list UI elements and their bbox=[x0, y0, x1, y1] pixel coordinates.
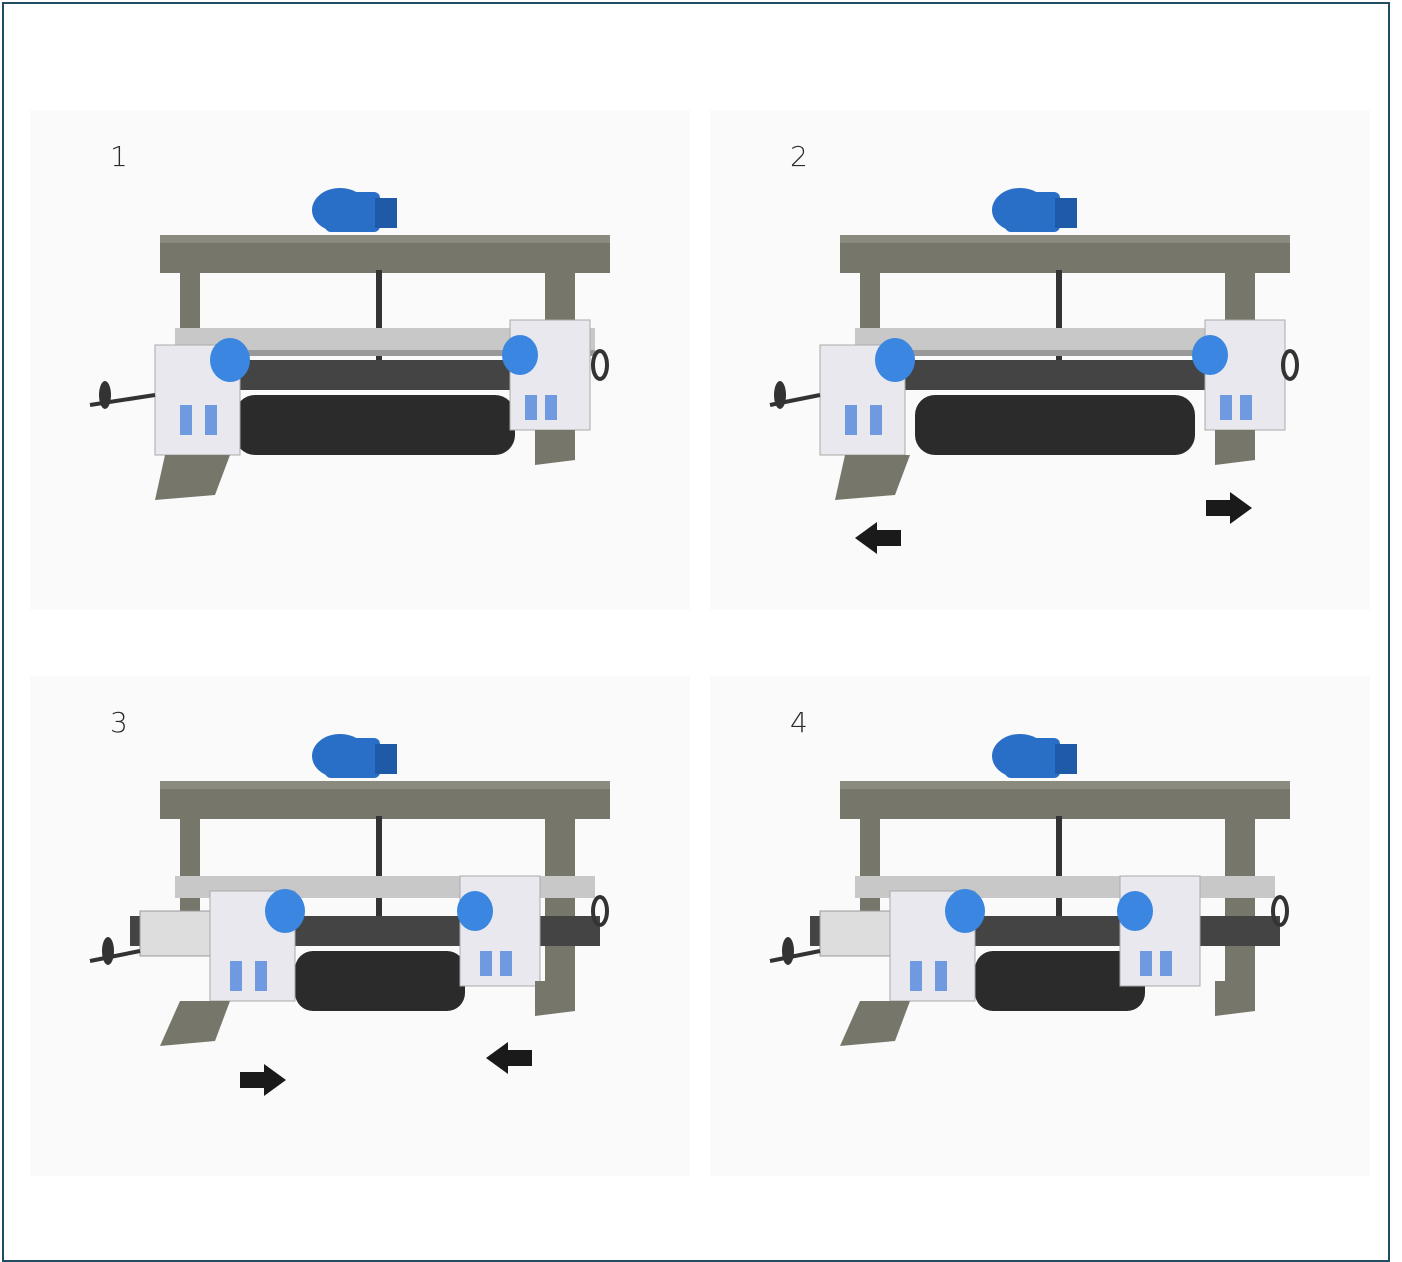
step-number: 2 bbox=[790, 140, 808, 173]
roller-machine-illustration bbox=[769, 188, 1299, 500]
machine-step-4 bbox=[769, 734, 1290, 1046]
step-panel-2: 2 bbox=[710, 110, 1370, 610]
machine-step-1 bbox=[89, 188, 610, 500]
arrow-left-icon bbox=[486, 1042, 532, 1074]
arrow-right-icon bbox=[240, 1064, 286, 1096]
machine-step-2 bbox=[769, 188, 1299, 500]
roller-machine-illustration bbox=[89, 734, 610, 1046]
step-number: 1 bbox=[110, 140, 128, 173]
step-panel-3: 3 bbox=[30, 676, 690, 1176]
arrow-left-icon bbox=[855, 522, 901, 554]
roller-machine-illustration bbox=[89, 188, 610, 500]
machine-step-3 bbox=[89, 734, 610, 1046]
step-panel-4: 4 bbox=[710, 676, 1370, 1176]
step-panel-1: 1 bbox=[30, 110, 690, 610]
arrow-right-icon bbox=[1206, 492, 1252, 524]
step-number: 3 bbox=[110, 706, 128, 739]
roller-machine-illustration bbox=[769, 734, 1290, 1046]
step-number: 4 bbox=[790, 706, 808, 739]
